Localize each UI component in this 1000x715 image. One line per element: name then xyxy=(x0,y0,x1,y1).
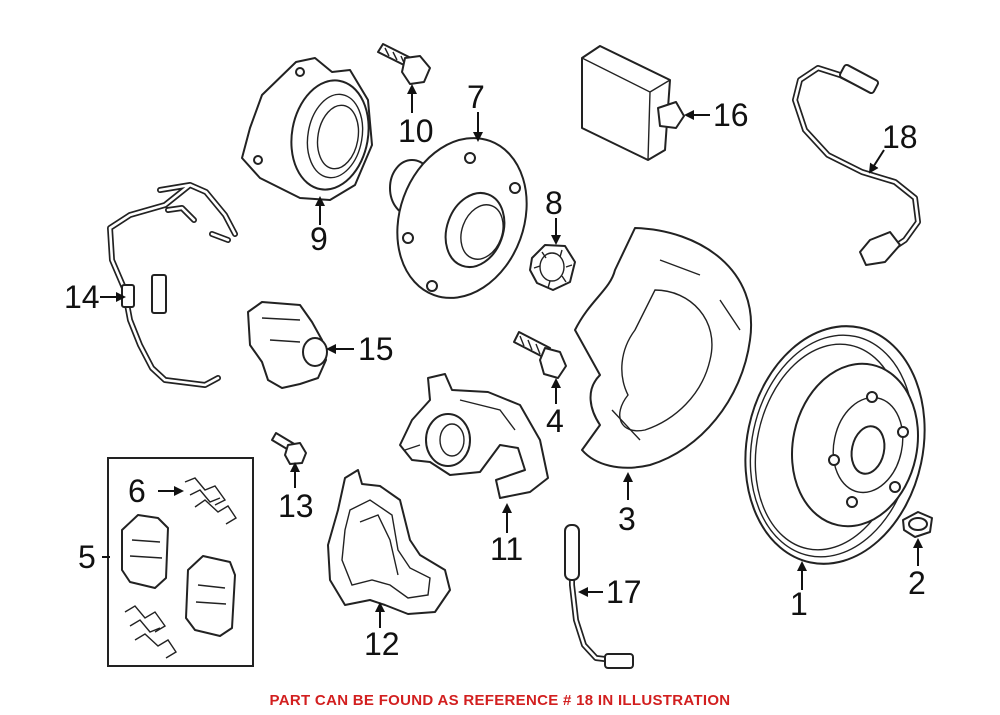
reference-labels: 1 2 3 4 5 6 7 8 9 10 11 12 13 14 15 16 1… xyxy=(64,79,926,662)
label-17: 17 xyxy=(606,574,642,610)
part-4-bolt[interactable] xyxy=(513,331,567,379)
label-9: 9 xyxy=(310,221,328,257)
part-12-caliper[interactable] xyxy=(327,469,451,615)
label-5: 5 xyxy=(78,539,96,575)
label-1: 1 xyxy=(790,586,808,622)
part-6-clips-lower[interactable] xyxy=(124,605,177,659)
part-5-brake-pad-set[interactable] xyxy=(107,457,254,667)
part-1-brake-rotor[interactable] xyxy=(724,309,946,580)
label-18: 18 xyxy=(882,119,918,155)
part-3-dust-shield[interactable] xyxy=(574,227,753,469)
part-6-clips[interactable] xyxy=(184,477,237,525)
part-2-screw[interactable] xyxy=(902,511,933,538)
label-4: 4 xyxy=(546,403,564,439)
part-11-caliper-bracket[interactable] xyxy=(399,373,549,499)
part-13-bolt[interactable] xyxy=(271,432,307,465)
label-7: 7 xyxy=(467,79,485,115)
part-14-wear-sensor[interactable] xyxy=(107,182,238,388)
label-2: 2 xyxy=(908,565,926,601)
label-12: 12 xyxy=(364,626,400,662)
reference-caption: PART CAN BE FOUND AS REFERENCE # 18 IN I… xyxy=(269,692,731,709)
part-8-nut[interactable] xyxy=(529,244,576,291)
part-10-bolt[interactable] xyxy=(377,43,431,85)
part-18-abs-sensor[interactable] xyxy=(792,63,921,266)
label-6: 6 xyxy=(128,473,146,509)
part-15-caliper-housing[interactable] xyxy=(247,301,328,389)
label-10: 10 xyxy=(398,113,434,149)
label-11: 11 xyxy=(490,531,523,567)
label-13: 13 xyxy=(278,488,314,524)
part-7-wheel-hub[interactable] xyxy=(376,120,549,317)
leader-arrows xyxy=(100,84,923,628)
label-16: 16 xyxy=(713,97,749,133)
part-9-wheel-bearing[interactable] xyxy=(241,57,377,201)
label-3: 3 xyxy=(618,501,636,537)
part-17-wear-sensor[interactable] xyxy=(564,524,634,669)
label-15: 15 xyxy=(358,331,394,367)
label-14: 14 xyxy=(64,279,100,315)
label-8: 8 xyxy=(545,185,563,221)
part-16-control-module[interactable] xyxy=(581,45,685,161)
